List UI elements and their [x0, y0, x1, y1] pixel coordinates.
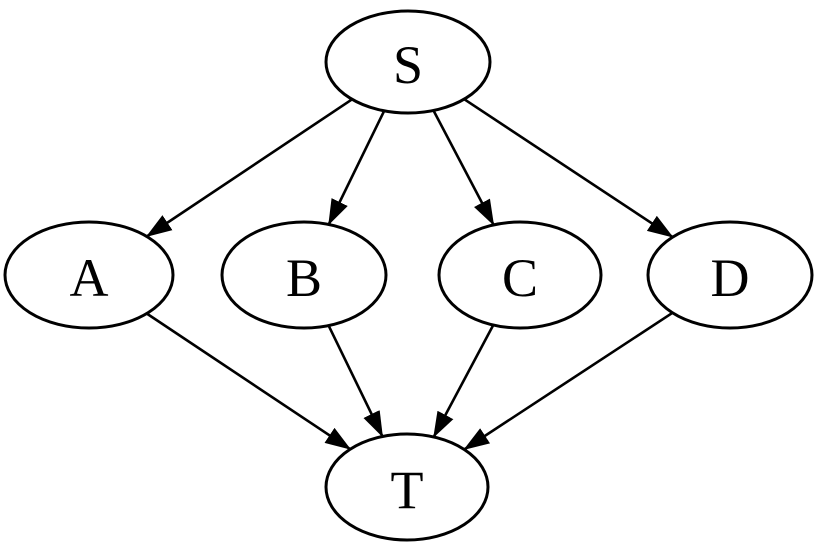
node-ellipse-B [220, 220, 388, 330]
edge-C-T [432, 324, 495, 438]
node-label-S: S [393, 35, 423, 95]
node-label-C: C [502, 248, 538, 308]
node-B: B [220, 220, 388, 330]
node-ellipse-T [324, 432, 490, 542]
node-label-T: T [391, 460, 424, 520]
node-ellipse-A [3, 220, 175, 330]
node-A: A [3, 220, 175, 330]
edge-S-D [463, 98, 674, 239]
node-label-B: B [286, 248, 322, 308]
edge-B-T [327, 325, 384, 438]
node-C: C [437, 220, 603, 330]
node-S: S [324, 9, 492, 115]
node-ellipse-D [646, 220, 814, 330]
node-ellipse-C [437, 220, 603, 330]
edge-S-C [432, 109, 495, 226]
nodes-layer: S A B C D T [3, 9, 814, 542]
edge-A-T [145, 312, 352, 451]
node-label-D: D [711, 248, 750, 308]
edge-S-B [327, 110, 386, 226]
node-label-A: A [70, 248, 109, 308]
node-T: T [324, 432, 490, 542]
edge-D-T [463, 311, 674, 451]
edges-layer [145, 98, 674, 451]
node-D: D [646, 220, 814, 330]
node-ellipse-S [324, 9, 492, 115]
edge-S-A [145, 98, 353, 238]
